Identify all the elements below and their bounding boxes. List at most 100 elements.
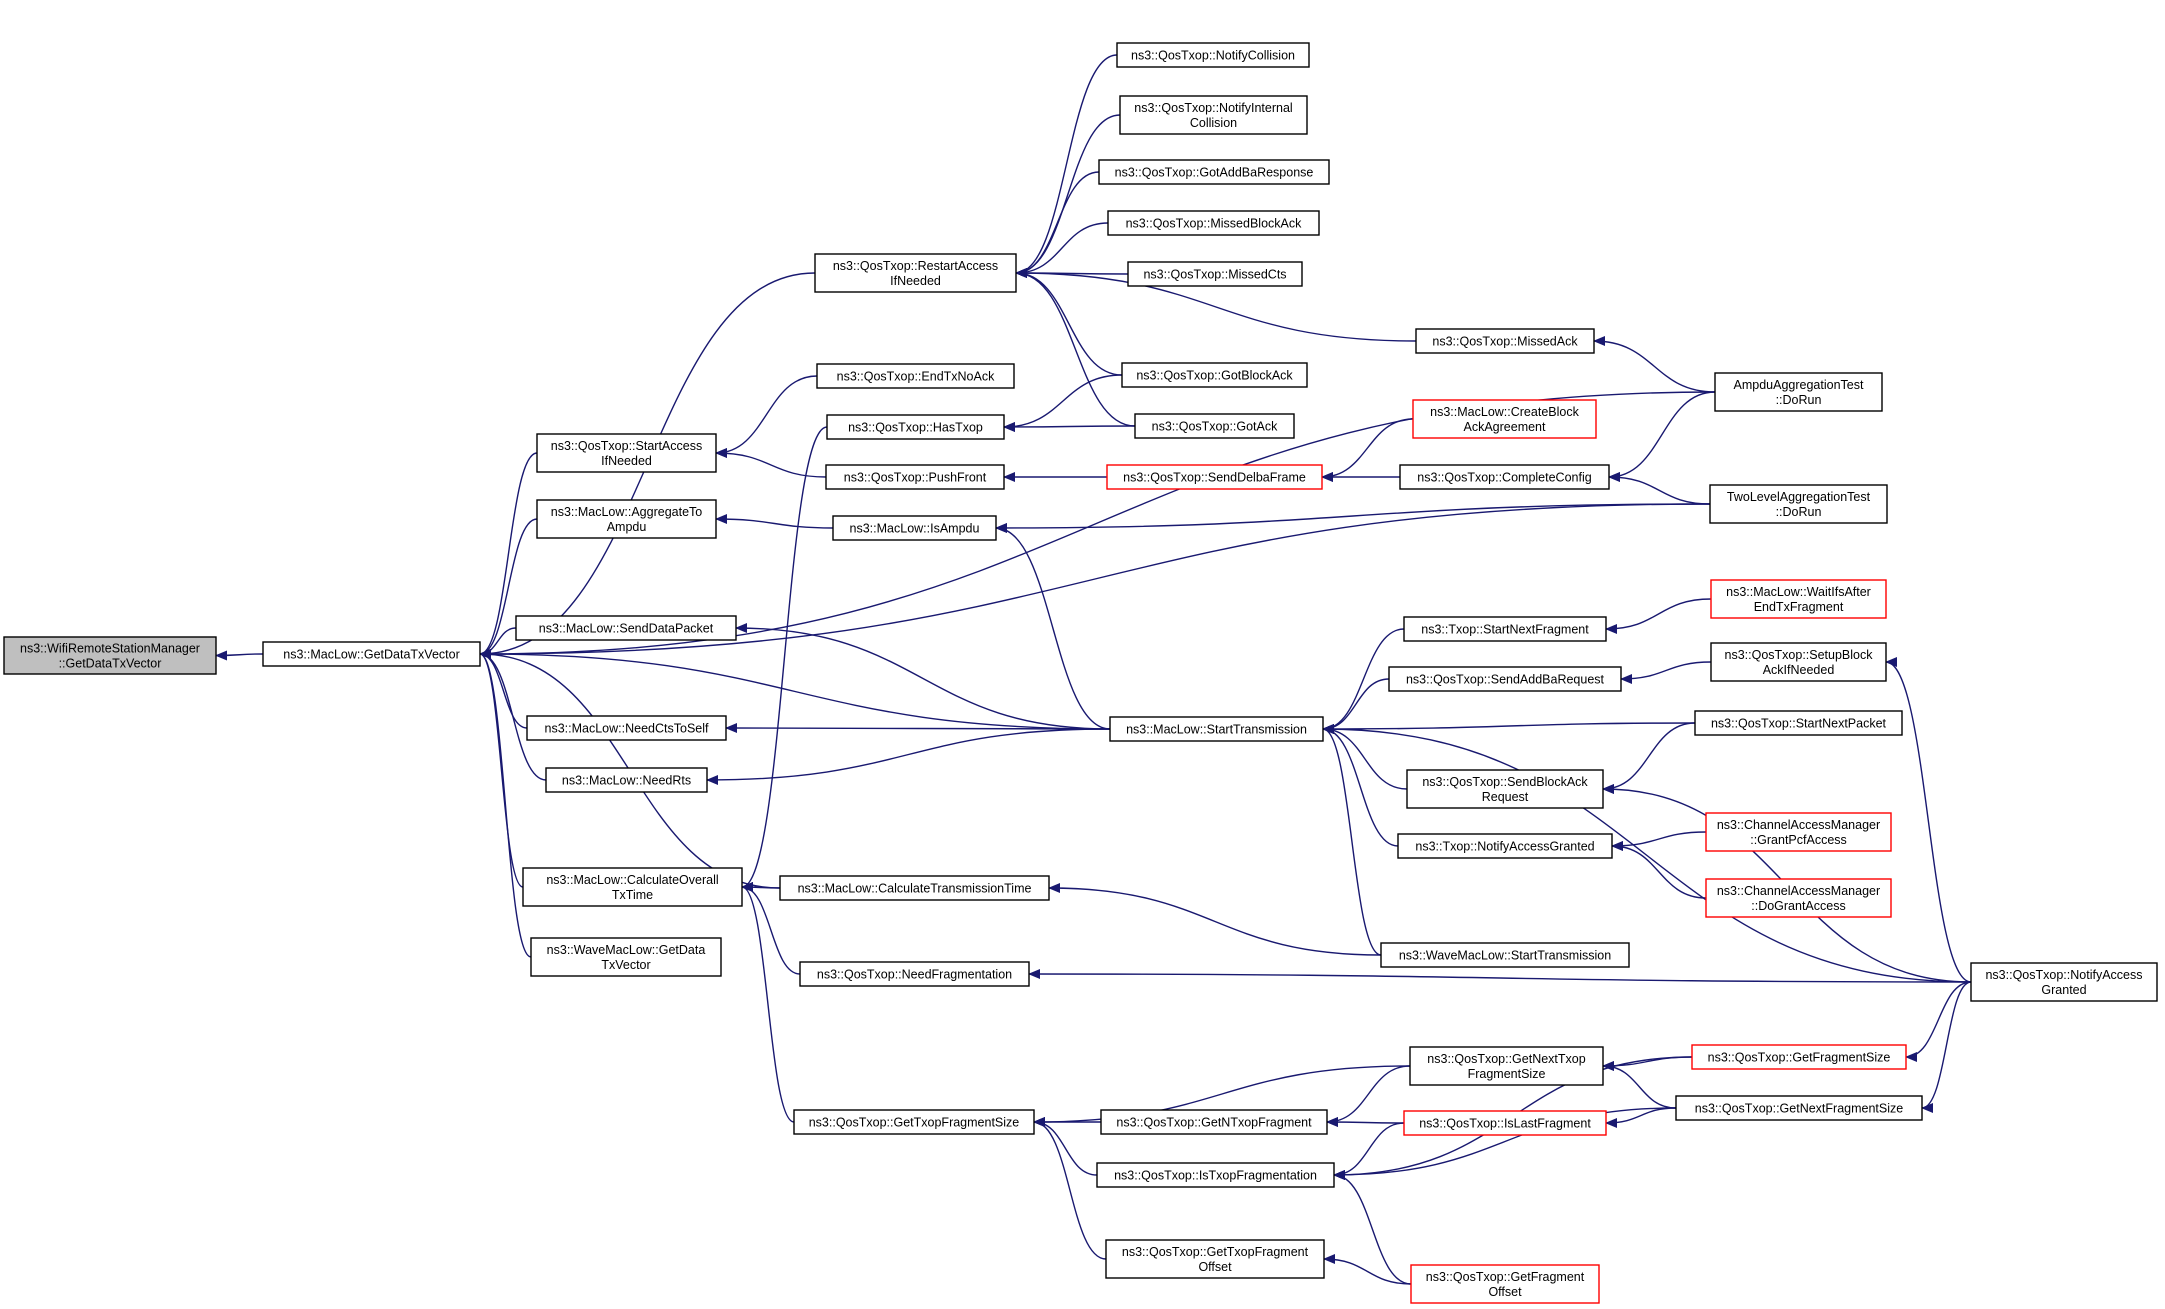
node-label-line: TxVector <box>601 958 650 972</box>
node-is-last-fragment[interactable]: ns3::QosTxop::IsLastFragment <box>1403 1110 1607 1136</box>
node-start-next-packet[interactable]: ns3::QosTxop::StartNextPacket <box>1694 710 1903 736</box>
node-get-data-tx-vector[interactable]: ns3::MacLow::GetDataTxVector <box>262 641 481 667</box>
node-box <box>1970 962 2158 1002</box>
node-missed-cts[interactable]: ns3::QosTxop::MissedCts <box>1127 261 1303 287</box>
node-notify-collision[interactable]: ns3::QosTxop::NotifyCollision <box>1116 42 1310 68</box>
node-box <box>1694 710 1903 736</box>
node-box <box>526 715 727 741</box>
node-is-ampdu[interactable]: ns3::MacLow::IsAmpdu <box>832 515 997 541</box>
node-label-line: ns3::ChannelAccessManager <box>1717 818 1880 832</box>
node-label-line: ns3::QosTxop::GetNextFragmentSize <box>1695 1102 1903 1116</box>
edge-wave-get-data-tx-vector-to-get-data-tx-vector <box>479 649 532 958</box>
node-label-line: ns3::QosTxop::SendDelbaFrame <box>1123 471 1306 485</box>
node-calc-transmission-time[interactable]: ns3::MacLow::CalculateTransmissionTime <box>779 875 1050 901</box>
node-wave-get-data-tx-vector[interactable]: ns3::WaveMacLow::GetDataTxVector <box>530 937 722 977</box>
node-is-txop-fragmentation[interactable]: ns3::QosTxop::IsTxopFragmentation <box>1096 1162 1335 1188</box>
node-has-txop[interactable]: ns3::QosTxop::HasTxop <box>826 414 1005 440</box>
node-label-line: ::DoRun <box>1776 505 1822 519</box>
node-label-line: Offset <box>1198 1260 1232 1274</box>
node-label-line: Granted <box>2041 983 2086 997</box>
node-need-rts[interactable]: ns3::MacLow::NeedRts <box>545 767 708 793</box>
node-send-data-packet[interactable]: ns3::MacLow::SendDataPacket <box>515 615 737 641</box>
node-txop-start-next-fragment[interactable]: ns3::Txop::StartNextFragment <box>1403 616 1607 642</box>
node-got-add-ba-response[interactable]: ns3::QosTxop::GotAddBaResponse <box>1098 159 1330 185</box>
node-box <box>1410 1264 1600 1304</box>
node-box <box>1121 362 1308 388</box>
node-get-next-fragment-size[interactable]: ns3::QosTxop::GetNextFragmentSize <box>1675 1095 1923 1121</box>
node-txop-notify-access-granted[interactable]: ns3::Txop::NotifyAccessGranted <box>1397 833 1613 859</box>
edge-start-transmission-to-send-data-packet <box>735 623 1111 730</box>
edge-start-next-packet-to-start-transmission <box>1322 722 1696 734</box>
edge-wait-ifs-after-to-txop-start-next-fragment <box>1605 598 1712 634</box>
node-label-line: ns3::QosTxop::PushFront <box>844 471 987 485</box>
node-label-line: AmpduAggregationTest <box>1734 378 1864 392</box>
node-box <box>1705 878 1892 918</box>
edge-get-txop-fragment-size-to-calc-overall-tx-time <box>741 882 795 1123</box>
node-box <box>1675 1095 1923 1121</box>
node-qos-notify-access-granted[interactable]: ns3::QosTxop::NotifyAccessGranted <box>1970 962 2158 1002</box>
node-label-line: ns3::MacLow::GetDataTxVector <box>283 648 459 662</box>
node-send-add-ba-request[interactable]: ns3::QosTxop::SendAddBaRequest <box>1388 666 1622 692</box>
node-grant-pcf-access[interactable]: ns3::ChannelAccessManager::GrantPcfAcces… <box>1705 812 1892 852</box>
node-label-line: ns3::MacLow::CalculateTransmissionTime <box>798 882 1032 896</box>
edge-calc-overall-tx-time-to-get-data-tx-vector <box>479 649 524 888</box>
edge-got-block-ack-to-has-txop <box>1003 374 1123 432</box>
node-missed-block-ack[interactable]: ns3::QosTxop::MissedBlockAck <box>1107 210 1320 236</box>
node-label-line: ::DoGrantAccess <box>1751 899 1845 913</box>
node-label-line: ns3::QosTxop::NotifyAccess <box>1985 968 2142 982</box>
edge-ampdu-test-to-complete-config <box>1608 391 1716 482</box>
node-label-line: EndTxFragment <box>1754 600 1844 614</box>
edge-is-last-fragment-to-get-ntxop-fragment <box>1326 1117 1405 1128</box>
node-label-line: IfNeeded <box>601 454 652 468</box>
node-end-tx-no-ack[interactable]: ns3::QosTxop::EndTxNoAck <box>816 363 1015 389</box>
node-start-transmission[interactable]: ns3::MacLow::StartTransmission <box>1109 716 1324 742</box>
node-two-level-test[interactable]: TwoLevelAggregationTest::DoRun <box>1709 484 1888 524</box>
node-push-front[interactable]: ns3::QosTxop::PushFront <box>825 464 1005 490</box>
node-got-block-ack[interactable]: ns3::QosTxop::GotBlockAck <box>1121 362 1308 388</box>
node-label-line: ns3::QosTxop::MissedCts <box>1143 268 1286 282</box>
node-complete-config[interactable]: ns3::QosTxop::CompleteConfig <box>1399 464 1610 490</box>
node-missed-ack[interactable]: ns3::QosTxop::MissedAck <box>1415 328 1595 354</box>
edge-do-grant-access-to-txop-notify-access-granted <box>1611 841 1707 899</box>
node-got-ack[interactable]: ns3::QosTxop::GotAck <box>1134 413 1295 439</box>
node-box <box>1710 579 1887 619</box>
edge-wave-start-transmission-to-start-transmission <box>1322 724 1382 956</box>
node-ampdu-test[interactable]: AmpduAggregationTest::DoRun <box>1714 372 1883 412</box>
node-send-delba-frame[interactable]: ns3::QosTxop::SendDelbaFrame <box>1106 464 1323 490</box>
node-wave-start-transmission[interactable]: ns3::WaveMacLow::StartTransmission <box>1380 942 1630 968</box>
edge-qos-notify-access-granted-to-start-transmission <box>1322 724 1972 983</box>
node-box <box>1403 1110 1607 1136</box>
node-get-ntxop-fragment[interactable]: ns3::QosTxop::GetNTxopFragment <box>1100 1109 1328 1135</box>
node-need-cts-to-self[interactable]: ns3::MacLow::NeedCtsToSelf <box>526 715 727 741</box>
node-get-fragment-size[interactable]: ns3::QosTxop::GetFragmentSize <box>1691 1044 1907 1070</box>
edge-get-data-tx-vector-to-root <box>215 650 264 661</box>
node-box <box>825 464 1005 490</box>
node-label-line: ns3::QosTxop::NotifyCollision <box>1131 49 1295 63</box>
node-label-line: ns3::Txop::NotifyAccessGranted <box>1415 840 1594 854</box>
node-box <box>515 615 737 641</box>
edge-is-last-fragment-to-is-txop-fragmentation <box>1333 1122 1405 1180</box>
node-need-fragmentation[interactable]: ns3::QosTxop::NeedFragmentation <box>799 961 1030 987</box>
node-label-line: ns3::QosTxop::GetTxopFragment <box>1122 1245 1309 1259</box>
edge-send-add-ba-request-to-start-transmission <box>1322 678 1390 734</box>
node-label-line: TwoLevelAggregationTest <box>1727 490 1871 504</box>
node-box <box>1709 484 1888 524</box>
node-box <box>1397 833 1613 859</box>
node-root[interactable]: ns3::WifiRemoteStationManager::GetDataTx… <box>3 636 217 675</box>
node-get-txop-fragment-size[interactable]: ns3::QosTxop::GetTxopFragmentSize <box>793 1109 1035 1135</box>
edge-get-next-fragment-size-to-is-last-fragment <box>1605 1107 1677 1128</box>
node-label-line: ns3::QosTxop::SetupBlock <box>1725 648 1874 662</box>
node-do-grant-access[interactable]: ns3::ChannelAccessManager::DoGrantAccess <box>1705 878 1892 918</box>
